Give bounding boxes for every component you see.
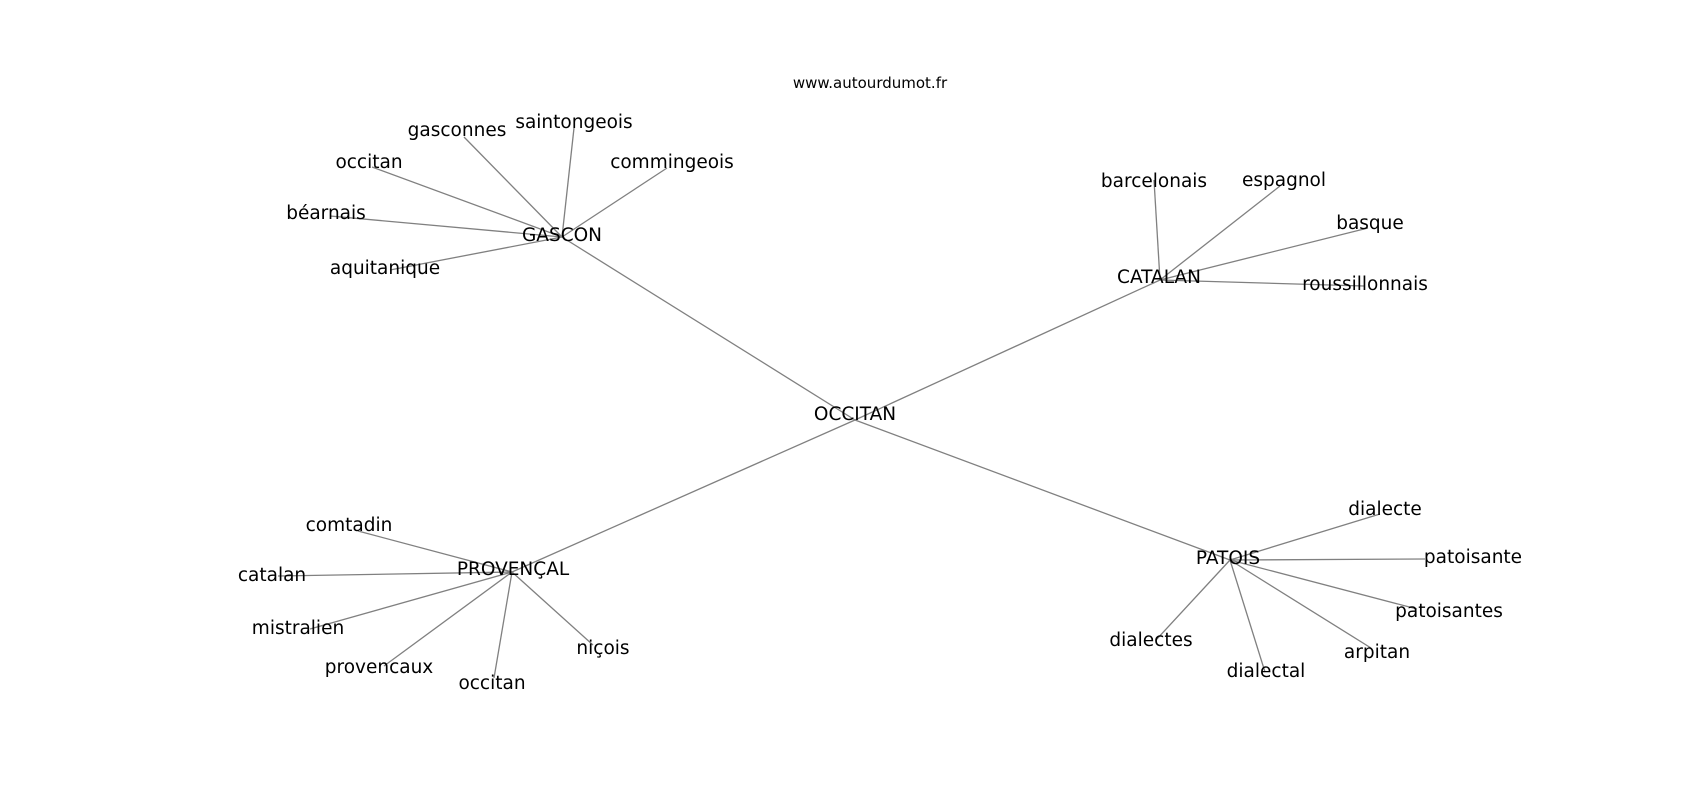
node-hub-gascon[interactable]: GASCON <box>522 225 602 246</box>
node-leaf-aquitanique[interactable]: aquitanique <box>330 258 440 279</box>
edge-gascon-saintongeois <box>561 127 575 238</box>
edge-patois-patoisantes <box>1229 559 1418 610</box>
edge-center-provencal <box>511 419 856 573</box>
site-title: www.autourdumot.fr <box>793 74 948 92</box>
node-hub-catalan[interactable]: CATALAN <box>1117 267 1201 288</box>
node-leaf-espagnol[interactable]: espagnol <box>1242 170 1326 191</box>
node-leaf-bearnais[interactable]: béarnais <box>286 203 366 224</box>
node-leaf-dialectal[interactable]: dialectal <box>1227 661 1306 682</box>
node-leaf-occitan-p[interactable]: occitan <box>458 673 525 694</box>
edge-center-catalan <box>854 279 1161 421</box>
node-leaf-arpitan[interactable]: arpitan <box>1344 642 1410 663</box>
node-center-occitan[interactable]: OCCITAN <box>814 404 896 425</box>
node-leaf-catalan-p[interactable]: catalan <box>238 565 306 586</box>
edge-provencal-catalan-p <box>277 571 513 577</box>
node-leaf-commingeois[interactable]: commingeois <box>610 152 734 173</box>
edge-patois-dialectes <box>1155 559 1231 641</box>
edge-catalan-basque <box>1159 227 1369 281</box>
node-hub-patois[interactable]: PATOIS <box>1196 548 1260 569</box>
edge-patois-dialectal <box>1229 559 1266 673</box>
edge-patois-arpitan <box>1229 559 1372 649</box>
edge-patois-dialecte <box>1229 513 1381 561</box>
node-leaf-nicois[interactable]: niçois <box>576 638 629 659</box>
edge-gascon-occitan-g <box>371 166 563 238</box>
node-leaf-occitan-g[interactable]: occitan <box>335 152 402 173</box>
node-leaf-basque[interactable]: basque <box>1336 213 1404 234</box>
edge-catalan-espagnol <box>1159 185 1281 281</box>
node-leaf-provencaux[interactable]: provencaux <box>325 657 434 678</box>
edge-center-patois <box>854 419 1231 561</box>
edge-patois-patoisante <box>1229 558 1426 561</box>
node-leaf-comtadin[interactable]: comtadin <box>306 515 393 536</box>
edge-catalan-roussillonnais <box>1159 279 1365 287</box>
node-hub-provencal[interactable]: PROVENÇAL <box>457 559 570 580</box>
node-leaf-dialectes[interactable]: dialectes <box>1109 630 1192 651</box>
node-leaf-dialecte[interactable]: dialecte <box>1348 499 1422 520</box>
edge-center-gascon <box>561 236 856 421</box>
edge-gascon-gasconnes <box>463 136 563 238</box>
node-leaf-patoisante[interactable]: patoisante <box>1424 547 1522 568</box>
edge-gascon-aquitanique <box>389 236 563 271</box>
graph-edges <box>277 127 1426 679</box>
edge-catalan-barcelonais <box>1153 179 1161 281</box>
node-leaf-barcelonais[interactable]: barcelonais <box>1101 171 1207 192</box>
edge-provencal-nicois <box>511 571 594 646</box>
edge-provencal-provencaux <box>383 571 513 667</box>
edge-gascon-bearnais <box>329 215 563 238</box>
edge-provencal-comtadin <box>357 530 513 573</box>
node-leaf-patoisantes[interactable]: patoisantes <box>1395 601 1503 622</box>
node-leaf-mistralien[interactable]: mistralien <box>252 618 344 639</box>
node-leaf-roussillonnais[interactable]: roussillonnais <box>1302 274 1428 295</box>
edge-gascon-commingeois <box>561 167 668 238</box>
node-leaf-saintongeois[interactable]: saintongeois <box>515 112 632 133</box>
edge-provencal-occitan-p <box>493 571 513 679</box>
graph-labels: OCCITAN GASCON saintongeois gasconnes commin… <box>238 112 1522 694</box>
node-leaf-gasconnes[interactable]: gasconnes <box>408 120 507 141</box>
edge-provencal-mistralien <box>309 571 513 630</box>
